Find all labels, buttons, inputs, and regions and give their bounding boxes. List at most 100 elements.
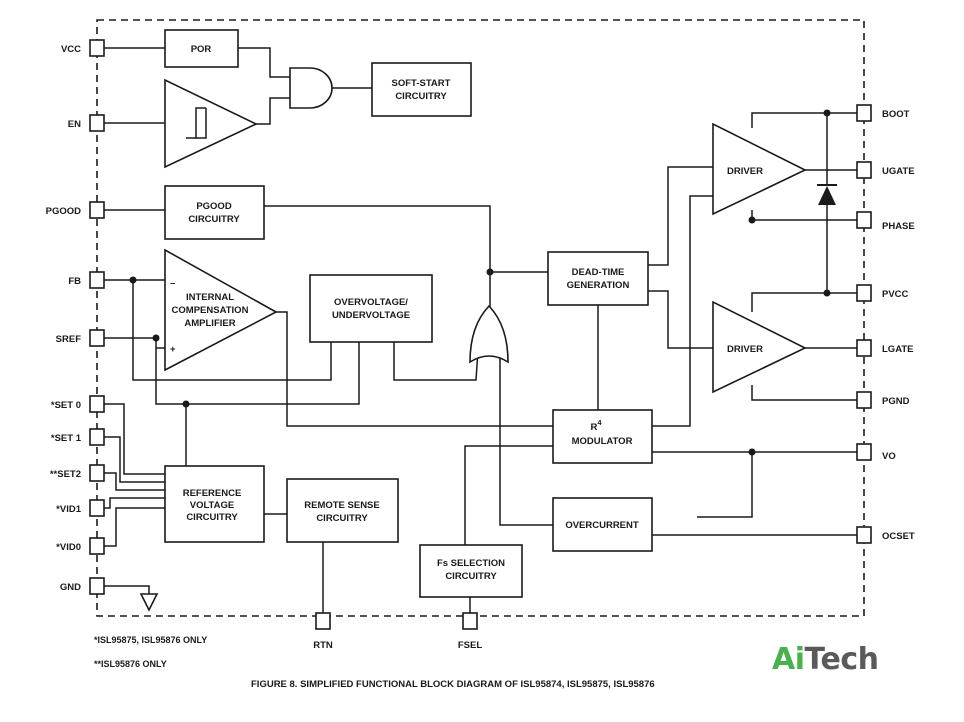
logo-part-1: Ai — [772, 642, 805, 677]
pin-sref — [89, 329, 105, 347]
pin-label-vid1: *VID1 — [56, 504, 82, 515]
pgood-label-1: PGOOD — [196, 201, 232, 212]
por-block — [164, 29, 239, 68]
and-gate — [289, 67, 333, 109]
driver-hi-label: DRIVER — [727, 166, 763, 177]
reference-label-3: CIRCUITRY — [186, 512, 238, 523]
pin-en — [89, 114, 105, 132]
pin-label-lgate: LGATE — [882, 344, 914, 355]
low-side-driver — [712, 300, 807, 394]
footnote-2: **ISL95876 ONLY — [94, 659, 167, 669]
overcurrent-block — [552, 497, 653, 552]
amp-label-1: INTERNAL — [186, 292, 234, 303]
pin-label-ugate: UGATE — [882, 166, 915, 177]
modulator-label: MODULATOR — [572, 436, 633, 447]
pin-label-ocset: OCSET — [882, 531, 915, 542]
deadtime-block — [547, 251, 649, 306]
pin-vcc — [89, 39, 105, 57]
pgood-label-2: CIRCUITRY — [188, 214, 240, 225]
pin-phase — [856, 211, 872, 229]
pin-label-vcc: VCC — [61, 44, 81, 55]
pin-set2 — [89, 464, 105, 482]
pin-label-boot: BOOT — [882, 109, 910, 120]
aitech-logo: AiTech — [772, 642, 879, 677]
remote-label-2: CIRCUITRY — [316, 513, 368, 524]
modulator-sup: 4 — [597, 418, 602, 427]
pin-pgood — [89, 201, 105, 219]
pin-label-set1: *SET 1 — [51, 433, 82, 444]
right-pins — [856, 104, 872, 544]
wires — [104, 47, 857, 613]
compensation-amplifier — [164, 248, 278, 372]
amp-label-2: COMPENSATION — [172, 305, 249, 316]
overcurrent-label: OVERCURRENT — [565, 520, 639, 531]
pin-pvcc — [856, 284, 872, 302]
pin-vo — [856, 443, 872, 461]
modulator-block — [552, 409, 653, 464]
pin-label-fb: FB — [68, 276, 81, 287]
amp-label-3: AMPLIFIER — [184, 318, 235, 329]
fs-label-1: Fs SELECTION — [437, 558, 505, 569]
figure-caption: FIGURE 8. SIMPLIFIED FUNCTIONAL BLOCK DI… — [251, 679, 655, 690]
enable-comparator — [164, 78, 258, 169]
pin-label-set2: **SET2 — [50, 469, 81, 480]
pin-label-phase: PHASE — [882, 221, 915, 232]
pin-boot — [856, 104, 872, 122]
ovuv-label-2: UNDERVOLTAGE — [332, 310, 410, 321]
remote-sense-block — [286, 478, 399, 543]
pin-set1 — [89, 428, 105, 446]
pin-fsel — [462, 612, 478, 630]
ovuv-block — [309, 274, 433, 343]
pin-label-pvcc: PVCC — [882, 289, 909, 300]
pin-pgnd — [856, 391, 872, 409]
remote-label-1: REMOTE SENSE — [304, 500, 380, 511]
pin-fb — [89, 271, 105, 289]
reference-label-2: VOLTAGE — [190, 500, 235, 511]
modulator-r: R — [590, 422, 597, 433]
or-gate — [469, 304, 509, 364]
ovuv-label-1: OVERVOLTAGE/ — [334, 297, 408, 308]
pin-vid1 — [89, 499, 105, 517]
fs-selection-block — [419, 544, 523, 598]
amp-minus: – — [170, 278, 175, 289]
pin-label-pgnd: PGND — [882, 396, 910, 407]
deadtime-label-1: DEAD-TIME — [572, 267, 625, 278]
pin-ocset — [856, 526, 872, 544]
modulator-r-text: R4 — [590, 418, 602, 433]
pin-set0 — [89, 395, 105, 413]
junction-dots — [129, 109, 831, 456]
logo-part-2: Tech — [804, 642, 879, 677]
chip-boundary — [96, 19, 865, 617]
ground-symbol — [139, 593, 159, 612]
pin-label-pgood: PGOOD — [46, 206, 82, 217]
softstart-label-2: CIRCUITRY — [395, 91, 447, 102]
left-pins — [89, 39, 105, 595]
pin-label-vid0: *VID0 — [56, 542, 81, 553]
reference-block — [164, 465, 265, 543]
high-side-driver — [712, 122, 807, 216]
driver-lo-label: DRIVER — [727, 344, 763, 355]
pin-gnd — [89, 577, 105, 595]
softstart-block — [371, 62, 472, 117]
amp-plus: + — [170, 344, 176, 355]
por-label: POR — [191, 44, 212, 55]
pin-label-fsel: FSEL — [458, 640, 482, 651]
pin-label-set0: *SET 0 — [51, 400, 81, 411]
pin-label-rtn: RTN — [313, 640, 333, 651]
pin-label-sref: SREF — [56, 334, 82, 345]
pin-ugate — [856, 161, 872, 179]
pin-label-en: EN — [68, 119, 81, 130]
pin-vid0 — [89, 537, 105, 555]
pgood-block — [164, 185, 265, 240]
pin-lgate — [856, 339, 872, 357]
pin-label-vo: VO — [882, 451, 896, 462]
pin-rtn — [315, 612, 331, 630]
softstart-label-1: SOFT-START — [392, 78, 451, 89]
footnote-1: *ISL95875, ISL95876 ONLY — [94, 635, 207, 645]
diode-icon — [817, 184, 837, 205]
pin-label-gnd: GND — [60, 582, 81, 593]
deadtime-label-2: GENERATION — [567, 280, 630, 291]
reference-label-1: REFERENCE — [183, 488, 242, 499]
fs-label-2: CIRCUITRY — [445, 571, 497, 582]
